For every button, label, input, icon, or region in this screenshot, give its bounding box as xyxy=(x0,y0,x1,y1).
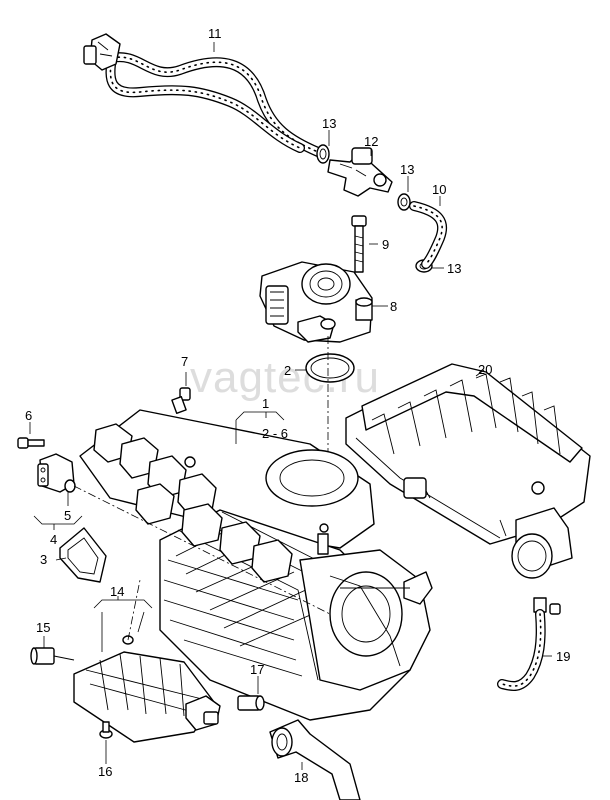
assembly-line-b xyxy=(127,579,141,641)
screw-16 xyxy=(99,721,113,739)
callout-4: 4 xyxy=(50,532,57,547)
intake-manifold-1 xyxy=(79,409,433,721)
callout-2: 2 xyxy=(284,363,291,378)
callout-14: 14 xyxy=(110,584,124,599)
hose-clamp-13b xyxy=(397,193,411,211)
callout-16: 16 xyxy=(98,764,112,779)
callout-3: 3 xyxy=(40,552,47,567)
throttle-valve-module-8 xyxy=(259,261,373,343)
callout-13-middle: 13 xyxy=(400,162,414,177)
callout-1: 1 xyxy=(262,396,269,411)
air-filter-housing-20 xyxy=(345,363,591,579)
gasket-3 xyxy=(59,527,107,583)
non-return-valve-12 xyxy=(327,147,393,197)
o-ring-2 xyxy=(305,353,355,383)
fuel-rail-14 xyxy=(73,635,221,743)
leader-lines xyxy=(29,42,552,770)
callout-12: 12 xyxy=(364,134,378,149)
pipe-15 xyxy=(30,647,75,665)
callout-6: 6 xyxy=(25,408,32,423)
pipe-18 xyxy=(269,719,361,800)
hose-clamp-13a xyxy=(316,144,330,164)
callout-labels: 11 13 12 13 10 9 13 8 2 7 20 1 2 - 6 6 5… xyxy=(25,26,570,785)
callout-19: 19 xyxy=(556,649,570,664)
callout-10: 10 xyxy=(432,182,446,197)
callout-13-top: 13 xyxy=(322,116,336,131)
sleeve-17 xyxy=(237,695,265,711)
bolt-7 xyxy=(171,387,191,414)
callout-20: 20 xyxy=(478,362,492,377)
callout-9: 9 xyxy=(382,237,389,252)
bolt-6 xyxy=(17,437,45,449)
callout-15: 15 xyxy=(36,620,50,635)
callout-17: 17 xyxy=(250,662,264,677)
vacuum-hose-10 xyxy=(409,201,448,269)
callout-1-range: 2 - 6 xyxy=(262,426,288,441)
callout-18: 18 xyxy=(294,770,308,785)
callout-8: 8 xyxy=(390,299,397,314)
o-ring-5 xyxy=(64,479,76,493)
callout-11: 11 xyxy=(208,26,222,41)
vacuum-hose-11 xyxy=(83,33,323,157)
breather-hose-19 xyxy=(497,597,561,692)
callout-5: 5 xyxy=(64,508,71,523)
callout-7: 7 xyxy=(181,354,188,369)
bolt-9 xyxy=(351,215,367,273)
callout-13-bottom: 13 xyxy=(447,261,461,276)
